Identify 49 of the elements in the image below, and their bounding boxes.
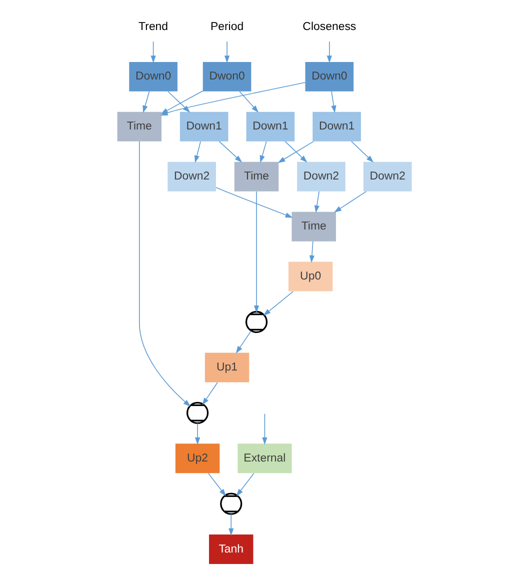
arrow xyxy=(238,91,258,113)
arrow xyxy=(253,191,259,313)
node-box: Down1 xyxy=(246,112,294,142)
node-label: Closeness xyxy=(302,20,356,33)
node-box: Up0 xyxy=(288,262,332,292)
node-circle xyxy=(220,492,242,515)
node-box: Down2 xyxy=(362,162,412,192)
arrow xyxy=(334,191,366,212)
arrow xyxy=(228,514,234,536)
arrow xyxy=(259,141,266,163)
arrow xyxy=(194,141,200,163)
node-box: Tanh xyxy=(208,534,253,564)
arrow xyxy=(138,141,190,407)
node-box: Dwon0 xyxy=(202,62,251,92)
node-box: Time xyxy=(234,162,278,192)
arrow xyxy=(308,240,314,263)
arrow xyxy=(218,141,242,163)
arrow xyxy=(202,382,218,406)
node-box: Up2 xyxy=(174,444,220,474)
node-box: Time xyxy=(116,112,161,142)
arrow xyxy=(207,472,226,496)
node-circle xyxy=(244,310,268,334)
arrow xyxy=(326,41,332,63)
arrow xyxy=(330,91,336,113)
arrow xyxy=(224,41,230,63)
arrow xyxy=(277,141,314,163)
arrow xyxy=(314,191,319,213)
node-box: Down0 xyxy=(128,62,177,92)
arrow xyxy=(350,141,374,163)
arrow xyxy=(284,141,307,163)
node-box: Up1 xyxy=(204,352,249,382)
arrow xyxy=(236,472,254,496)
node-box: Down2 xyxy=(296,162,345,192)
node-box: Down0 xyxy=(304,62,354,92)
node-box: External xyxy=(237,444,292,474)
node-label: Trend xyxy=(138,20,168,33)
arrow xyxy=(150,41,156,63)
arrow xyxy=(262,291,294,316)
arrow xyxy=(142,91,150,113)
node-box: Down1 xyxy=(179,112,228,142)
arrow xyxy=(194,422,200,445)
node-circle xyxy=(186,402,208,424)
node-box: Time xyxy=(291,212,336,242)
arrow xyxy=(235,330,252,354)
arrow xyxy=(262,413,267,445)
node-label: Period xyxy=(210,20,244,33)
arrow xyxy=(215,187,292,218)
node-box: Down1 xyxy=(312,112,360,142)
node-box: Down2 xyxy=(167,162,216,192)
